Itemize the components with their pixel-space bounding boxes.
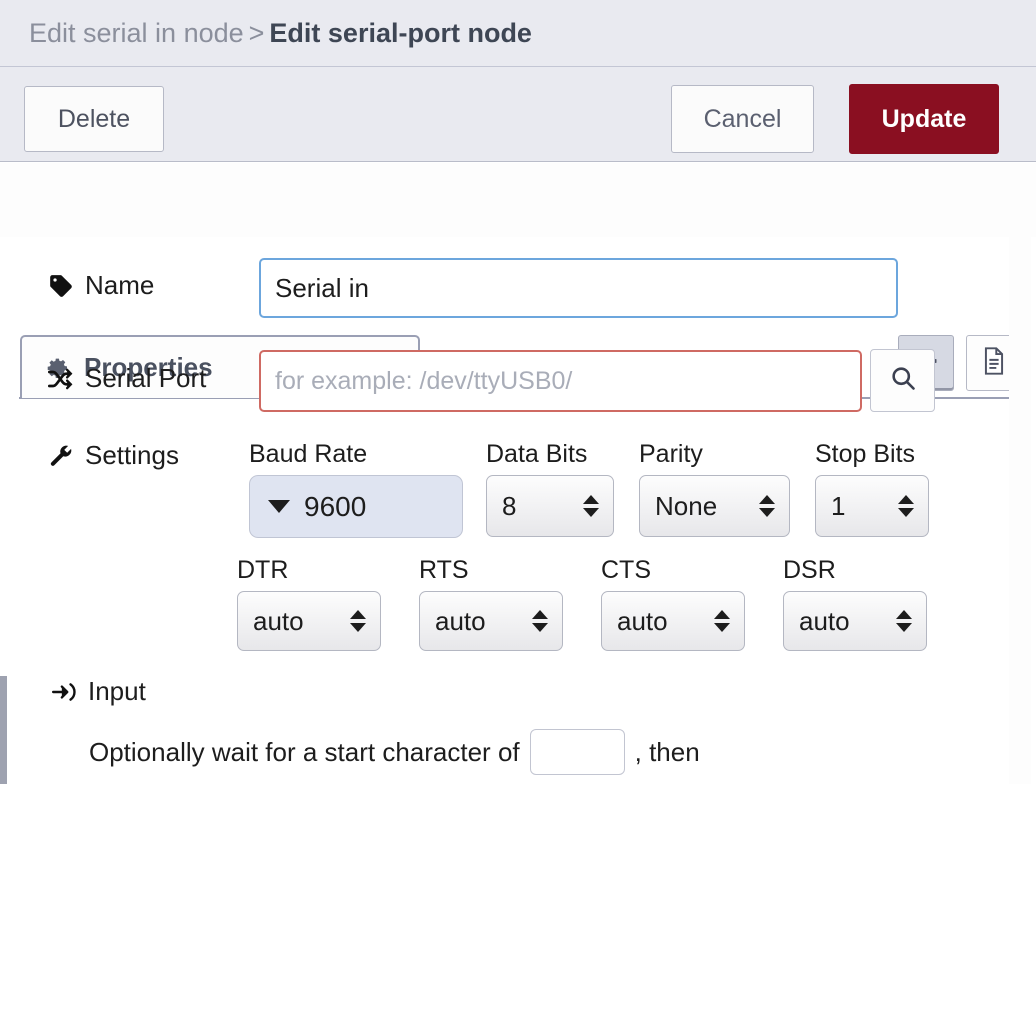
parity-value: None [655,490,718,521]
spinner-arrows-icon [350,610,366,632]
serial-port-label-text: Serial Port [85,363,207,393]
rts-value: auto [435,605,486,636]
wrench-icon [47,442,75,470]
stop-bits-select[interactable]: 1 [815,475,929,537]
dsr-select[interactable]: auto [783,591,927,651]
cts-caption: CTS [601,556,651,584]
vertical-scrollbar-track[interactable] [1009,228,1031,784]
serial-port-search-button[interactable] [870,349,935,412]
parity-select[interactable]: None [639,475,790,537]
edit-serial-port-dialog: Edit serial in node>Edit serial-port nod… [0,0,1036,784]
settings-label-text: Settings [85,440,179,470]
cts-select[interactable]: auto [601,591,745,651]
name-label: Name [47,270,154,301]
spinner-arrows-icon [898,495,914,517]
dialog-header: Edit serial in node>Edit serial-port nod… [0,0,1036,67]
field-rts: RTS auto [419,556,563,651]
serial-port-input[interactable] [259,350,862,412]
spinner-arrows-icon [532,610,548,632]
start-character-text-after: , then [634,736,700,767]
spinner-arrows-icon [583,495,599,517]
data-bits-select[interactable]: 8 [486,475,614,537]
rts-select[interactable]: auto [419,591,563,651]
stop-bits-caption: Stop Bits [815,440,916,468]
spinner-arrows-icon [896,610,912,632]
serial-port-label: Serial Port [47,363,206,394]
dsr-value: auto [799,605,850,636]
field-cts: CTS auto [601,556,745,651]
dialog-action-bar: Delete Cancel Update [0,67,1036,162]
field-stop-bits: Stop Bits 1 [815,440,929,537]
breadcrumb: Edit serial in node>Edit serial-port nod… [29,17,532,50]
tab-strip: Properties [0,163,1036,399]
tab-properties-label: Properties [84,352,213,382]
spinner-arrows-icon [759,495,775,517]
input-section-label-text: Input [88,676,146,706]
sign-in-arrow-icon [50,678,78,706]
breadcrumb-current: Edit serial-port node [269,18,532,48]
chevron-down-icon [268,500,290,513]
data-bits-value: 8 [502,490,517,521]
field-baud-rate: Baud Rate 9600 [249,440,463,538]
input-section-label: Input [50,676,146,707]
stop-bits-value: 1 [831,490,846,521]
field-dsr: DSR auto [783,556,927,651]
settings-label: Settings [47,440,179,471]
baud-rate-combo[interactable]: 9600 [249,475,463,538]
search-icon [889,364,917,397]
breadcrumb-separator: > [248,18,265,48]
dtr-value: auto [253,605,304,636]
delete-button[interactable]: Delete [24,86,164,152]
name-label-text: Name [85,270,155,300]
field-data-bits: Data Bits 8 [486,440,614,537]
dsr-caption: DSR [783,556,836,584]
rts-caption: RTS [419,556,469,584]
start-character-row: Optionally wait for a start character of… [89,729,700,775]
start-character-input[interactable] [529,729,625,775]
data-bits-caption: Data Bits [486,440,588,468]
dtr-caption: DTR [237,556,289,584]
breadcrumb-parent[interactable]: Edit serial in node [29,18,244,48]
cts-value: auto [617,605,668,636]
tag-icon [47,272,75,300]
start-character-text-before: Optionally wait for a start character of [89,736,520,767]
field-dtr: DTR auto [237,556,381,651]
name-input[interactable] [259,258,898,318]
baud-rate-caption: Baud Rate [249,440,368,468]
spinner-arrows-icon [714,610,730,632]
baud-rate-value: 9600 [304,490,367,522]
field-parity: Parity None [639,440,790,537]
parity-caption: Parity [639,440,703,468]
dtr-select[interactable]: auto [237,591,381,651]
cancel-button[interactable]: Cancel [671,85,814,153]
document-icon [980,346,1008,381]
update-button[interactable]: Update [849,84,999,154]
shuffle-icon [47,365,75,393]
dialog-left-edge [0,676,7,784]
